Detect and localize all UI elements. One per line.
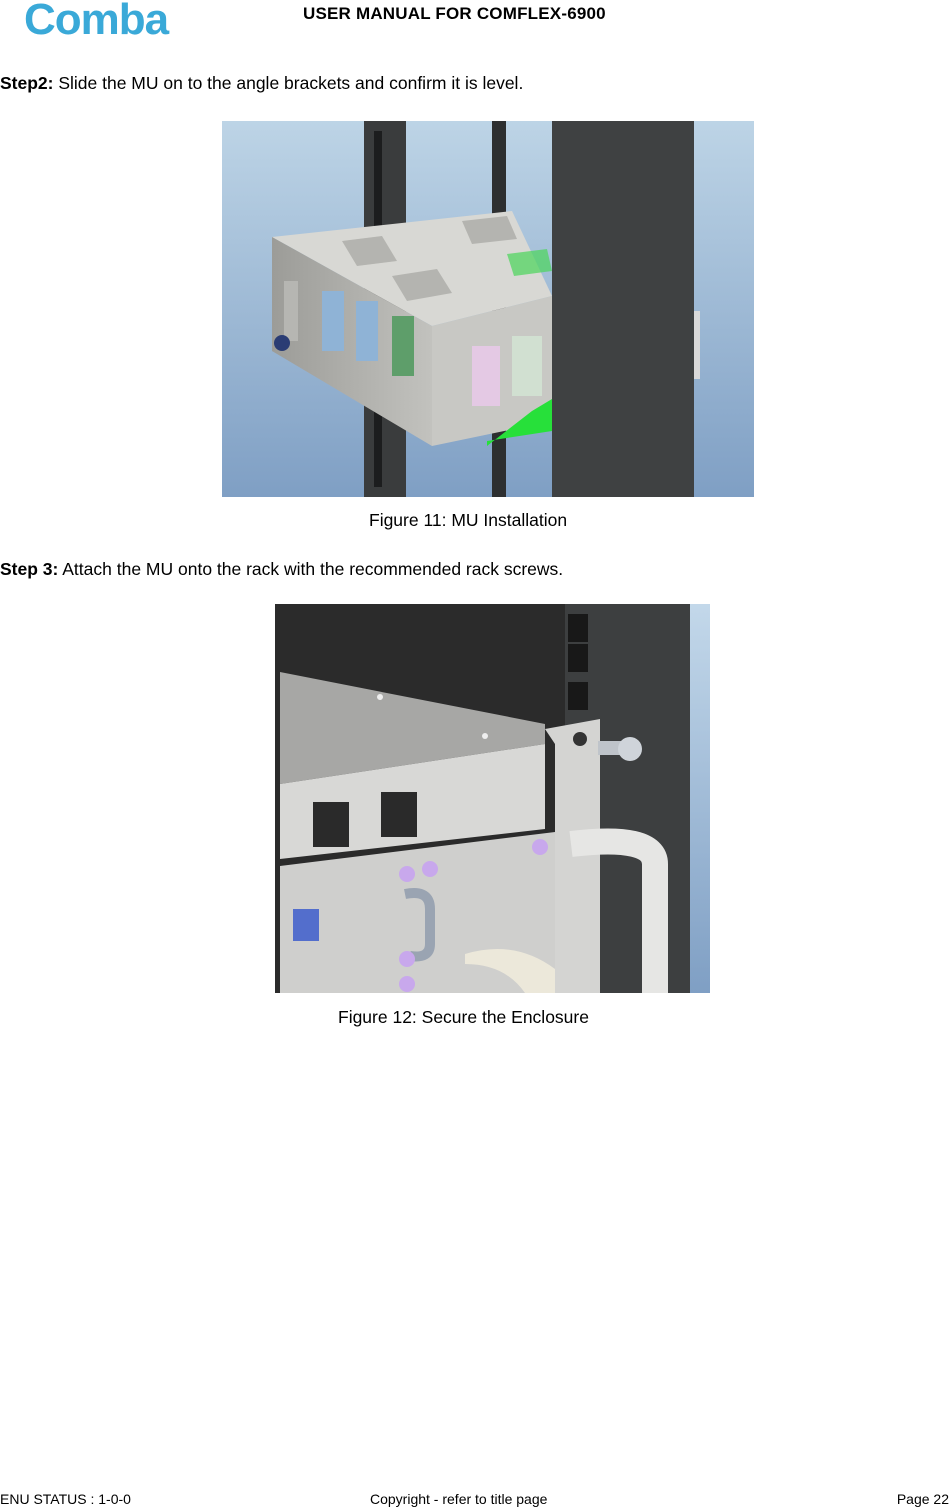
step2-text: Step2: Slide the MU on to the angle brac… xyxy=(0,73,523,94)
footer-copyright: Copyright - refer to title page xyxy=(370,1491,548,1507)
step3-body: Attach the MU onto the rack with the rec… xyxy=(58,559,564,579)
logo-text: Comba xyxy=(24,0,170,42)
figure-11-caption: Figure 11: MU Installation xyxy=(369,510,568,530)
step3-text: Step 3: Attach the MU onto the rack with… xyxy=(0,559,563,580)
comba-logo: Comba xyxy=(22,0,212,44)
figure-11-mu-installation xyxy=(222,121,754,497)
footer-page-number: Page 22 xyxy=(896,1491,949,1507)
footer-status: ENU STATUS : 1-0-0 xyxy=(0,1491,131,1507)
step3-label: Step 3: xyxy=(0,559,59,579)
figure-12-secure-enclosure xyxy=(275,604,710,993)
step2-label: Step2: xyxy=(0,73,54,93)
step2-body: Slide the MU on to the angle brackets an… xyxy=(53,73,524,93)
figure-12-caption: Figure 12: Secure the Enclosure xyxy=(338,1007,589,1027)
document-title: USER MANUAL FOR COMFLEX-6900 xyxy=(303,4,606,23)
